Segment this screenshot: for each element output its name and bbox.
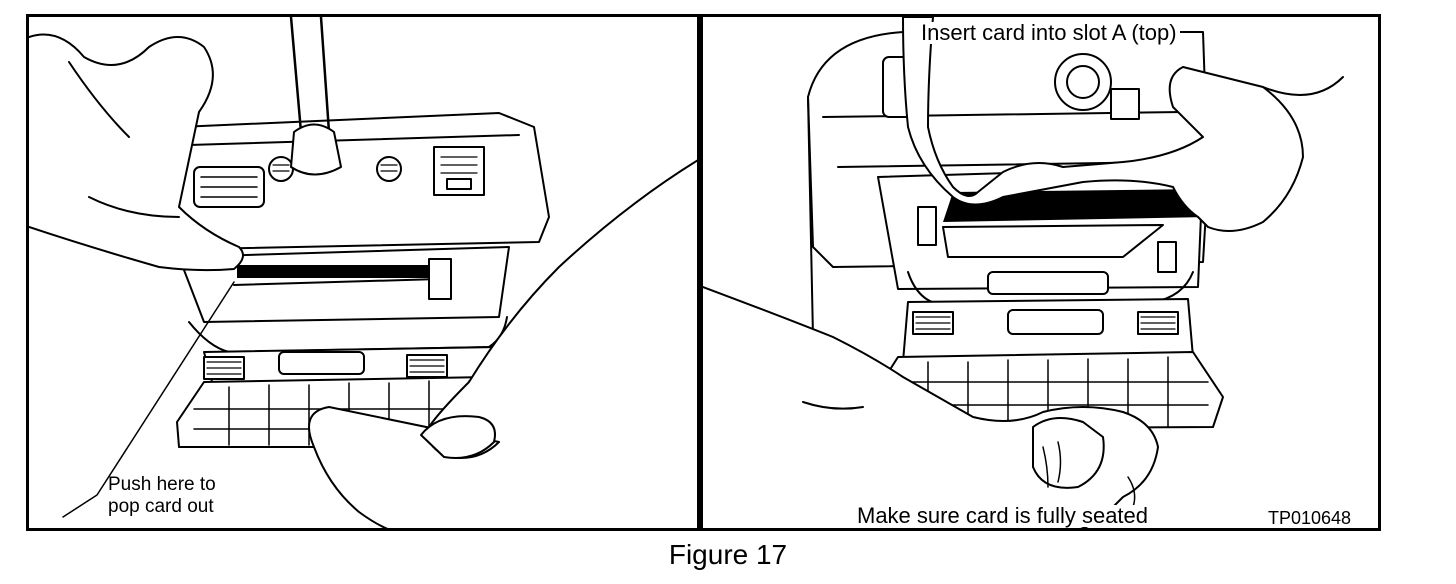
right-illustration-panel (700, 14, 1381, 531)
figure-caption: Figure 17 (668, 539, 788, 570)
fully-seated-callout: Make sure card is fully seated (857, 503, 1149, 528)
insert-card-illustration (703, 17, 1344, 528)
remove-card-illustration (29, 17, 697, 528)
push-here-callout: Push here to pop card out (108, 474, 216, 517)
insert-card-callout: Insert card into slot A (top) (918, 22, 1180, 44)
drawing-code: TP010648 (1268, 508, 1352, 528)
left-illustration-panel (26, 14, 700, 531)
